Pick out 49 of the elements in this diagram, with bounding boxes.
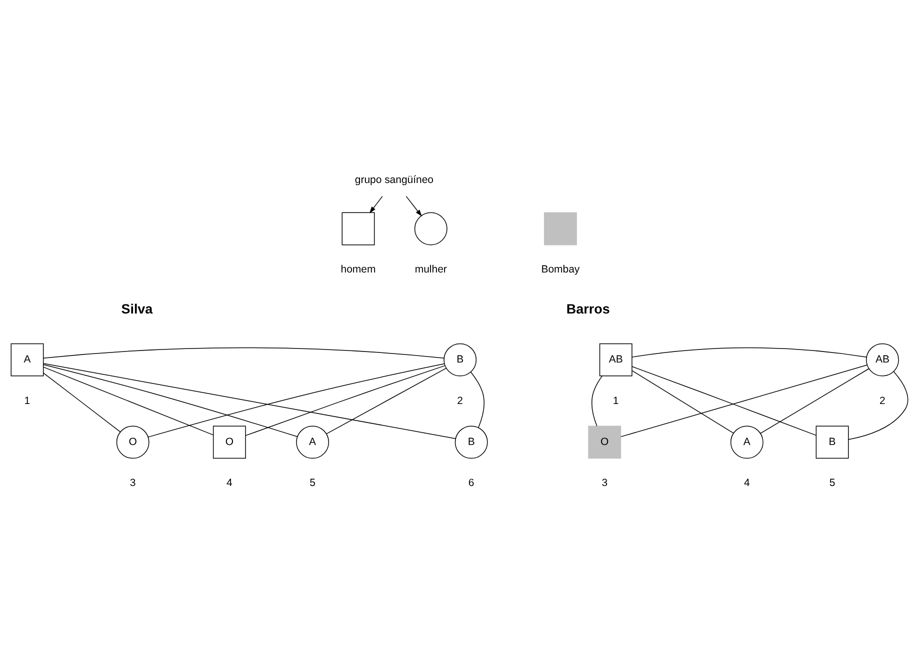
arrow <box>369 196 383 214</box>
node-label: 5 <box>829 478 836 490</box>
node-label: 1 <box>24 396 30 407</box>
node-box: AB <box>599 343 632 376</box>
connector <box>43 364 298 438</box>
node-label: 2 <box>457 396 464 407</box>
arrow <box>406 196 422 216</box>
node-label: mulher <box>414 264 447 276</box>
node-circle: B <box>454 426 488 459</box>
label: Silva <box>121 302 153 317</box>
connector <box>632 370 734 434</box>
connector <box>470 372 484 428</box>
connector <box>620 364 868 438</box>
node-box <box>342 212 375 246</box>
node-label: Bombay <box>541 264 580 276</box>
node-box: A <box>10 343 44 376</box>
label: Barros <box>566 302 610 317</box>
connector <box>245 365 446 436</box>
node-circle <box>414 212 448 246</box>
connector <box>43 363 456 439</box>
node-label: 1 <box>612 396 619 407</box>
node-label: 4 <box>226 478 232 490</box>
connector <box>760 368 870 434</box>
connector <box>43 366 214 436</box>
node-label: 2 <box>880 396 886 407</box>
node-text: grupo sangüíneo <box>354 174 434 186</box>
node-box: O <box>588 426 622 459</box>
node-label: 6 <box>468 478 474 490</box>
node-circle: B <box>444 343 477 376</box>
node-label: homem <box>340 264 376 276</box>
connector <box>632 347 867 358</box>
node-circle: AB <box>866 343 899 376</box>
connector <box>326 368 447 434</box>
node-circle: A <box>296 426 330 459</box>
node-box: B <box>816 426 849 459</box>
node-box <box>544 212 577 246</box>
node-label: 3 <box>602 478 608 490</box>
connector <box>43 347 444 358</box>
node-label: 5 <box>310 478 316 490</box>
node-circle: A <box>730 426 764 459</box>
node-circle: O <box>116 426 150 459</box>
connector <box>632 366 816 436</box>
node-label: 3 <box>130 478 136 490</box>
connector <box>148 363 445 438</box>
node-label: 4 <box>744 478 750 490</box>
connector <box>592 376 602 426</box>
node-box: O <box>212 426 246 459</box>
connector <box>43 372 121 432</box>
connector <box>848 371 908 440</box>
